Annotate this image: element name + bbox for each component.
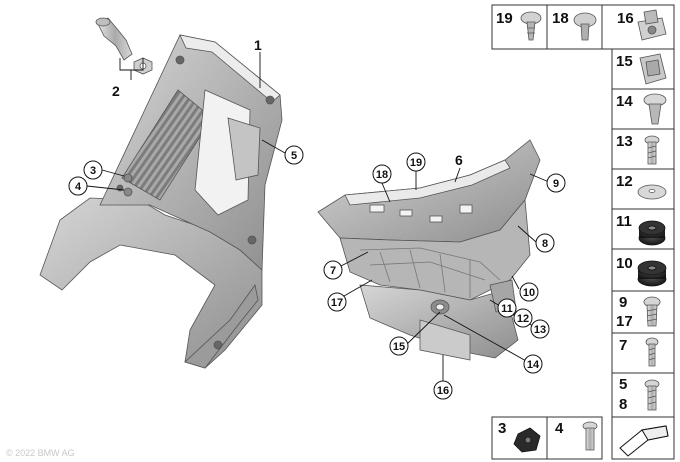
cell-label-19: 19 [496,10,513,27]
svg-text:14: 14 [527,359,540,371]
screw-13-icon [644,135,660,165]
cell-label-13: 13 [616,133,633,150]
cell-label-3: 3 [498,420,506,437]
svg-text:10: 10 [523,287,535,299]
cell-label-18: 18 [552,10,569,27]
callout-14: 14 [523,354,543,374]
svg-text:4: 4 [75,181,82,193]
callout-3: 3 [83,160,103,180]
torx-screw-9-17-icon [643,296,661,327]
cell-label-11: 11 [616,213,632,230]
svg-text:12: 12 [517,313,529,325]
callout-19: 19 [406,152,426,172]
cell-label-8: 8 [619,396,627,413]
callout-11: 11 [497,298,517,318]
cell-label-5: 5 [619,376,627,393]
sheet-metal-symbol-icon [619,425,669,457]
cell-label-4: 4 [555,420,564,437]
svg-text:9: 9 [553,178,559,190]
callout-6: 6 [455,152,463,168]
cell-label-10: 10 [616,255,633,272]
cell-label-17: 17 [616,313,633,330]
callout-18: 18 [372,164,392,184]
rubber-grommet-10-icon [637,260,667,287]
callout-2: 2 [112,83,120,99]
svg-text:19: 19 [410,157,422,169]
callout-7: 7 [323,260,343,280]
cell-label-9: 9 [619,294,627,311]
clip-3-icon [513,427,541,453]
screw-7-icon [645,337,659,367]
callout-1: 1 [254,37,262,53]
support-housing-assembly [317,139,541,361]
svg-text:5: 5 [291,150,297,162]
cell-label-7: 7 [619,337,627,354]
callout-16: 16 [433,380,453,400]
parts-panel-labels: 19 18 16 15 14 13 12 11 10 9 17 7 5 8 3 … [496,10,634,437]
svg-text:13: 13 [534,324,546,336]
svg-text:3: 3 [90,165,96,177]
washer-12-icon [637,184,667,200]
callout-17: 17 [327,292,347,312]
callout-5: 5 [284,145,304,165]
pedal-bracket-assembly [39,17,283,369]
svg-text:7: 7 [330,265,336,277]
cell-label-14: 14 [616,93,633,110]
clip-18-icon [573,12,597,41]
clip-15-icon [639,53,667,85]
svg-text:16: 16 [437,385,449,397]
screw-5-8-icon [644,379,660,411]
cell-label-16: 16 [617,10,634,27]
watermark-text: © 2022 BMW AG [6,448,75,458]
cell-label-12: 12 [616,173,633,190]
svg-text:17: 17 [331,297,343,309]
expanding-rivet-14-icon [643,93,667,125]
cell-label-15: 15 [616,53,633,70]
callout-9: 9 [546,173,566,193]
callout-15: 15 [389,336,409,356]
clip-19-icon [520,11,542,41]
svg-text:8: 8 [542,238,548,250]
clip-nut-16-icon [637,9,667,41]
svg-text:18: 18 [376,169,388,181]
rubber-grommet-11-icon [638,220,666,246]
callout-13: 13 [530,319,550,339]
svg-text:15: 15 [393,341,405,353]
bolt-4-icon [582,421,598,451]
callout-10: 10 [519,282,539,302]
svg-text:11: 11 [501,303,513,315]
callout-4: 4 [68,176,88,196]
callouts: 1 2 6 3 4 5 18 19 9 8 7 10 17 11 12 13 1… [68,37,566,400]
parts-panel [491,4,675,460]
callout-8: 8 [535,233,555,253]
callout-12: 12 [513,308,533,328]
